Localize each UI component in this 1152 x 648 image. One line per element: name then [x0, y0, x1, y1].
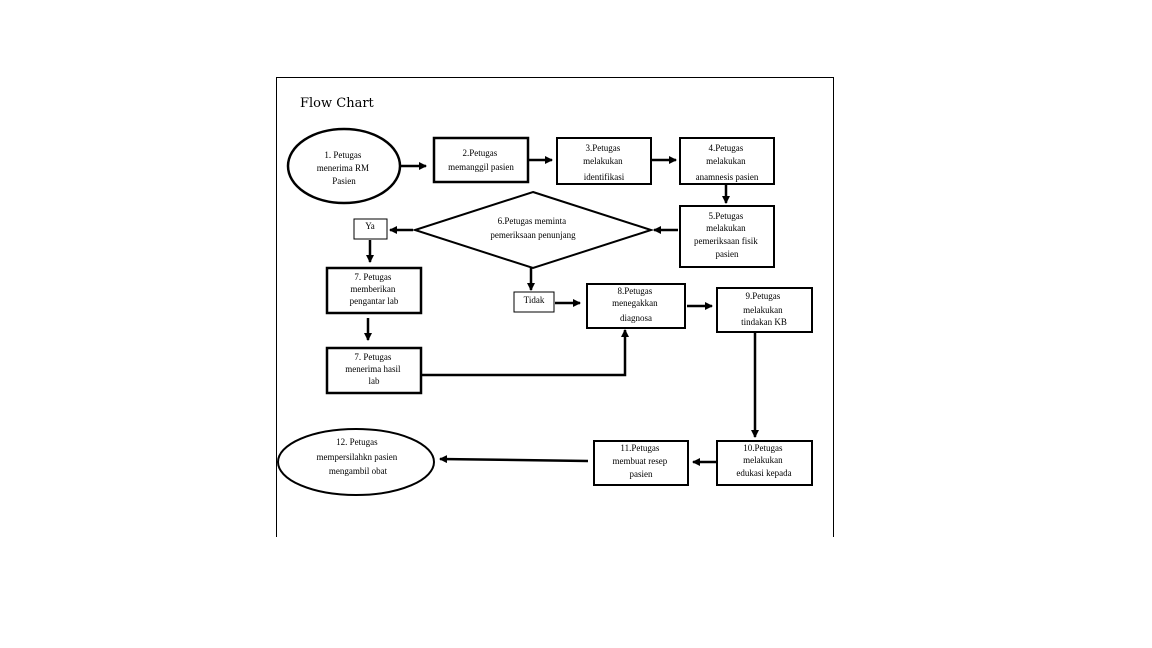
- node-4-label: 4.Petugas melakukan anamnesis pasien: [696, 143, 759, 182]
- node-6-label: 6.Petugas meminta pemeriksaan penunjang: [490, 216, 576, 240]
- node-labels: 1. Petugas menerima RM Pasien 2.Petugas …: [317, 143, 792, 479]
- node-7a-label: 7. Petugas memberikan pengantar lab: [350, 272, 399, 306]
- arrow-7b-8: [421, 329, 629, 377]
- yes-label-box: [353, 218, 388, 240]
- node-8-shape: [586, 283, 686, 329]
- shapes: [277, 127, 813, 496]
- node-1-shape: [286, 127, 402, 205]
- node-12-shape: [277, 428, 435, 496]
- diagram-frame: [276, 77, 834, 537]
- node-11-label: 11.Petugas membuat resep pasien: [613, 443, 670, 479]
- node-9-shape: [716, 287, 813, 333]
- no-label-box: [513, 291, 555, 313]
- node-2-label: 2.Petugas memanggil pasien: [448, 148, 514, 172]
- node-1-label: 1. Petugas menerima RM Pasien: [317, 150, 372, 186]
- node-12-label: 12. Petugas mempersilahkn pasien mengamb…: [317, 437, 400, 476]
- node-3-label: 3.Petugas melakukan identifikasi: [583, 143, 625, 182]
- node-2-shape: [432, 136, 530, 184]
- connectors: [364, 156, 759, 466]
- node-7b-shape: [325, 346, 423, 395]
- node-9-label: 9.Petugas melakukan tindakan KB: [741, 291, 787, 327]
- node-10-label: 10.Petugas melakukan edukasi kepada: [736, 443, 791, 478]
- node-7a-shape: [325, 266, 423, 315]
- node-5-shape: [679, 205, 775, 268]
- yes-label: Ya: [365, 221, 375, 231]
- node-4-shape: [679, 137, 775, 185]
- node-7b-label: 7. Petugas menerima hasil lab: [345, 352, 402, 386]
- node-8-label: 8.Petugas menegakkan diagnosa: [612, 286, 660, 323]
- node-11-shape: [593, 440, 689, 486]
- node-3-shape: [556, 137, 652, 185]
- node-5-label: 5.Petugas melakukan pemeriksaan fisik pa…: [694, 211, 760, 259]
- node-6-shape: [411, 190, 655, 270]
- node-10-shape: [716, 440, 813, 486]
- no-label: Tidak: [524, 295, 545, 305]
- diagram-title: Flow Chart: [300, 96, 374, 111]
- arrow-11-12: [439, 455, 589, 464]
